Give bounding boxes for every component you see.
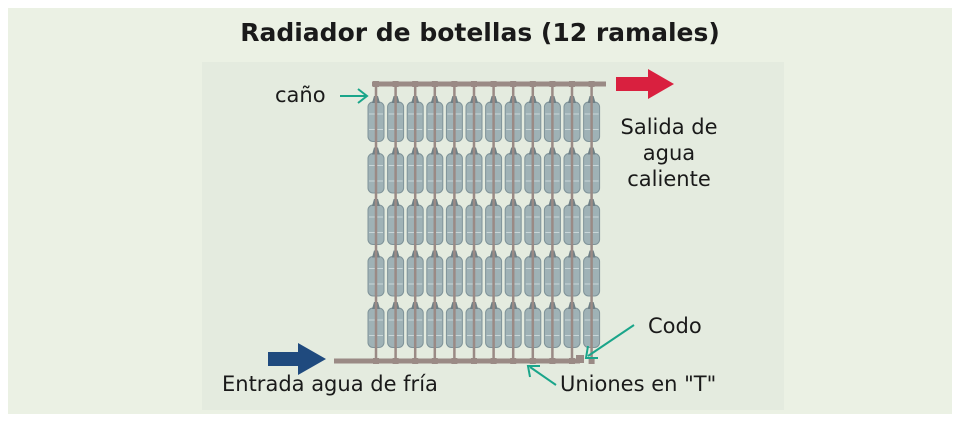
hot-water-out-label-line1: Salida de — [620, 115, 718, 139]
tee-joint — [392, 81, 399, 87]
tee-joint — [412, 358, 419, 364]
elbow-label: Codo — [648, 314, 702, 338]
cold-water-in-arrow — [268, 343, 326, 375]
elbow-pointer-arrow — [584, 324, 635, 359]
tee-joint — [569, 358, 575, 364]
tee-joint — [529, 358, 536, 364]
bottle-grid — [367, 96, 601, 348]
hot-water-out-label-line3: caliente — [627, 167, 711, 191]
tee-joint — [588, 358, 595, 364]
tee-joint — [373, 81, 379, 87]
pipe-system — [334, 81, 606, 364]
pipe-label: caño — [275, 83, 326, 107]
hot-water-out-label-line2: agua — [642, 141, 696, 165]
tee-joint — [490, 81, 497, 87]
hot-water-out-arrow — [616, 69, 674, 99]
cold-water-in-label: Entrada agua de fría — [222, 372, 438, 396]
hot-water-out-label: Salida de agua caliente — [600, 114, 738, 192]
tee-joint — [451, 358, 458, 364]
tee-joint — [510, 358, 517, 364]
tee-joint — [392, 358, 399, 364]
tee-joint — [529, 81, 536, 87]
tee-joint — [549, 358, 556, 364]
diagram-title: Radiador de botellas (12 ramales) — [240, 18, 720, 47]
tee-joints-label: Uniones en "T" — [560, 372, 717, 396]
tee-joint — [373, 358, 379, 364]
tee-joint — [471, 358, 477, 364]
tee-joint — [588, 81, 595, 87]
tee-joint — [490, 358, 497, 364]
tee-joint — [431, 81, 438, 87]
tee-joint — [412, 81, 419, 87]
tee-joint — [549, 81, 556, 87]
tee-joint — [471, 81, 477, 87]
tee-joint — [431, 358, 438, 364]
tee-pointer-arrow — [526, 365, 557, 386]
tee-joint — [569, 81, 575, 87]
tee-joint — [451, 81, 458, 87]
pipe-pointer-arrow — [340, 88, 369, 104]
tee-joint — [510, 81, 517, 87]
elbow-joint — [576, 355, 584, 363]
